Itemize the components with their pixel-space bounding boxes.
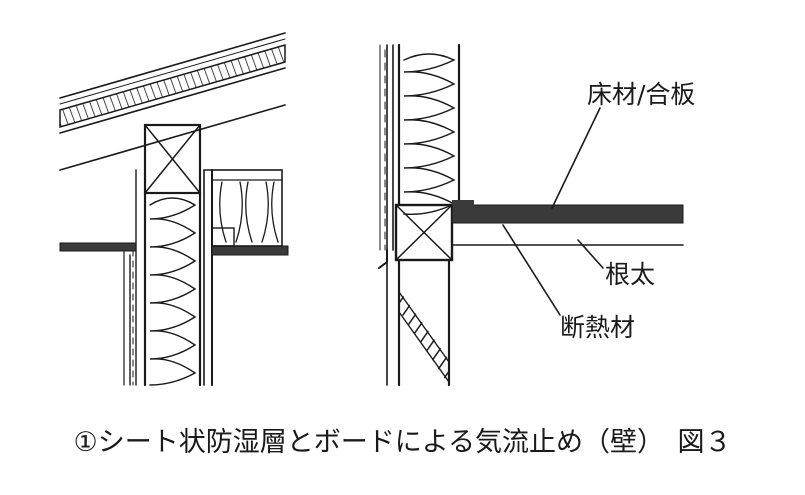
right-floor-board — [451, 204, 684, 224]
left-floor-board — [59, 242, 137, 252]
label-insulation: 断熱材 — [560, 313, 636, 342]
left-ceiling-board — [211, 245, 289, 256]
label-joist: 根太 — [605, 260, 656, 289]
leader-floor — [551, 107, 601, 209]
leader-joist — [577, 239, 604, 269]
label-floor-material: 床材/合板 — [587, 80, 696, 109]
right-detail — [378, 43, 684, 387]
left-wall — [123, 169, 213, 387]
leader-insulation — [502, 224, 561, 316]
wall-insulation — [149, 197, 197, 386]
top-plate — [143, 123, 202, 195]
flashing — [378, 249, 388, 269]
roof-slope — [59, 32, 286, 171]
figure-caption: ①シート状防湿層とボードによる気流止め（壁） 図３ — [73, 427, 732, 458]
foundation — [397, 258, 451, 387]
ceiling-insulation — [211, 169, 283, 247]
right-wall-insulation — [403, 53, 456, 215]
left-detail — [59, 32, 289, 387]
